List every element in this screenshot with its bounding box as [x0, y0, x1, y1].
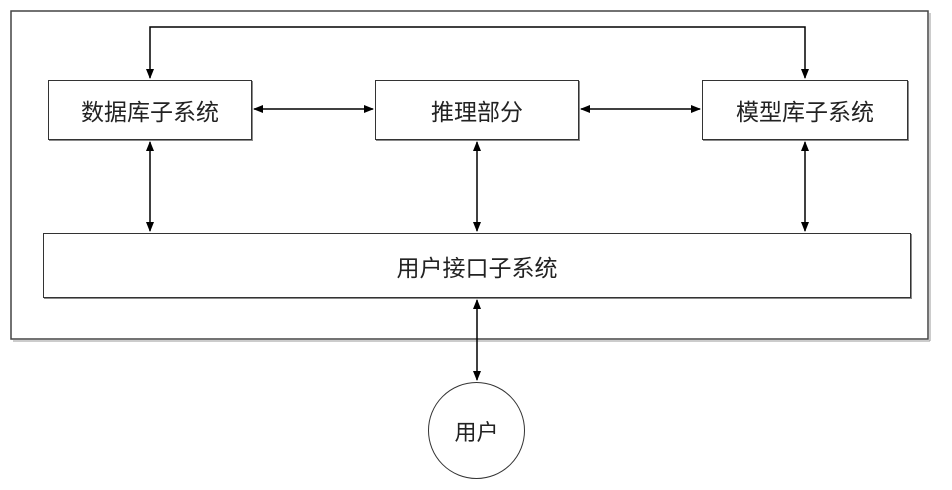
inference-part-box: 推理部分 — [375, 80, 579, 140]
user-label: 用户 — [454, 420, 499, 446]
inference-part-label: 推理部分 — [431, 100, 523, 126]
database-subsystem-box: 数据库子系统 — [48, 80, 252, 140]
user-interface-subsystem-box: 用户接口子系统 — [43, 233, 911, 298]
model-base-subsystem-label: 模型库子系统 — [736, 100, 874, 126]
edge-database-model-top — [146, 26, 809, 79]
model-base-subsystem-box: 模型库子系统 — [702, 80, 908, 140]
user-circle: 用户 — [428, 382, 525, 479]
database-subsystem-label: 数据库子系统 — [81, 100, 219, 126]
system-frame — [10, 10, 929, 340]
user-interface-subsystem-label: 用户接口子系统 — [396, 255, 558, 282]
